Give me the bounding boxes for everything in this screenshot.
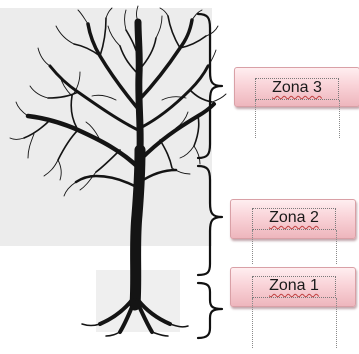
zone-1-label: Zona 1 xyxy=(252,276,336,298)
tree-twig xyxy=(105,7,113,19)
tree-branch xyxy=(99,17,107,57)
tree-twig xyxy=(55,25,75,45)
zone-2-brace xyxy=(196,164,224,277)
tree-branch xyxy=(159,139,173,169)
tree-branch xyxy=(167,15,181,49)
tree-twig xyxy=(175,111,189,129)
tree-twig xyxy=(43,159,59,177)
tree-twig xyxy=(57,159,62,181)
tree-twig xyxy=(27,133,35,159)
zone-1-brace xyxy=(196,281,224,340)
tree-twig xyxy=(155,15,163,39)
zone-3-brace xyxy=(196,12,224,160)
tree-root xyxy=(98,298,134,326)
tree-twig xyxy=(193,145,201,165)
tree-branch xyxy=(125,29,140,61)
tree-branch xyxy=(119,45,140,76)
tree-twig xyxy=(29,85,49,99)
tree-root xyxy=(118,300,136,334)
tree-root xyxy=(105,331,121,337)
tree-branch xyxy=(57,129,79,161)
tree-root xyxy=(136,298,172,326)
tree-twig xyxy=(37,47,51,67)
tree-twig xyxy=(179,145,195,159)
tree-twig xyxy=(191,9,203,21)
tree-limb xyxy=(138,168,178,184)
tree-twig xyxy=(159,7,169,17)
zone-1-guide-right xyxy=(336,298,337,348)
tree-twig xyxy=(9,137,25,140)
tree xyxy=(9,5,227,337)
tree-branch xyxy=(138,37,157,71)
zone-2-label: Zona 2 xyxy=(252,208,336,230)
zone-1-guide-left xyxy=(252,298,253,348)
tree-twig xyxy=(107,25,121,47)
zone-3-guide-left xyxy=(255,100,256,138)
tree-branch xyxy=(23,119,51,139)
tree-branch xyxy=(193,115,200,147)
tree-branch xyxy=(47,91,79,99)
zone-2-guide-left xyxy=(252,230,253,264)
tree-root xyxy=(151,331,169,337)
tree-twig xyxy=(211,93,227,103)
tree-twig xyxy=(91,94,117,101)
tree-trunk xyxy=(129,144,146,311)
zone-3-guide-right xyxy=(339,100,340,138)
tree-twig xyxy=(124,9,127,31)
tree-branch xyxy=(95,149,121,173)
tree-root xyxy=(135,300,154,334)
tree-limb xyxy=(74,174,140,190)
tree-twig xyxy=(63,181,77,197)
tree-twig xyxy=(85,121,101,141)
tree-branch xyxy=(179,35,207,49)
zone-2-guide-right xyxy=(336,230,337,264)
tree-twig xyxy=(15,101,29,117)
zone-3-label: Zona 3 xyxy=(255,78,339,100)
tree-twig xyxy=(171,167,191,175)
tree-branch xyxy=(73,43,101,57)
tree-twig xyxy=(71,71,81,97)
tree-twig xyxy=(161,96,187,101)
tree-twig xyxy=(77,9,89,25)
tree-root xyxy=(169,323,189,328)
tree-twig xyxy=(79,171,97,191)
tree-twig xyxy=(136,5,139,23)
tree-twig xyxy=(59,75,73,97)
tree-branch xyxy=(70,95,79,131)
tree-root xyxy=(81,323,101,327)
tree-twig xyxy=(205,25,219,37)
